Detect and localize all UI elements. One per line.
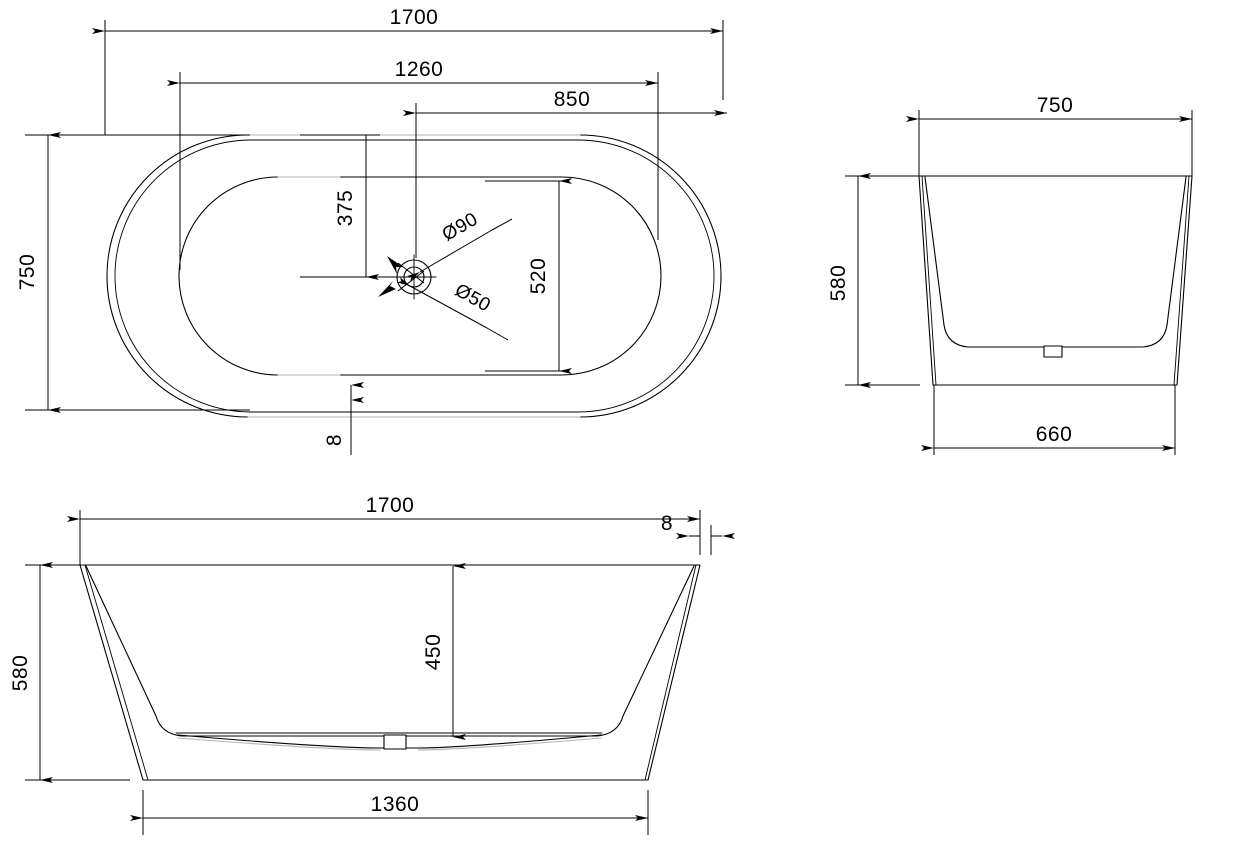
dim-top-750: 750 [16, 132, 250, 413]
dim-top-375: 375 [300, 134, 400, 280]
dim-top-1260: 1260 [167, 58, 659, 270]
dim-front-8: 8 [661, 512, 735, 555]
dim-label-1260: 1260 [395, 58, 444, 81]
dim-side-580: 580 [827, 173, 920, 388]
dim-top-1700: 1700 [92, 6, 724, 135]
dim-label-850: 850 [554, 88, 591, 111]
dim-label-450: 450 [422, 634, 445, 671]
dim-top-850: 850 [403, 88, 727, 258]
dim-label-375: 375 [334, 190, 357, 227]
top-view-inner-basin [178, 176, 662, 376]
dim-label-750-top: 750 [16, 254, 39, 291]
dim-label-660: 660 [1036, 423, 1073, 446]
side-view-inner-basin [924, 176, 1187, 348]
dim-label-1700-top: 1700 [390, 6, 439, 29]
dim-top-diameter-90: Ø90 [407, 209, 513, 282]
dim-label-580-front: 580 [9, 655, 32, 692]
dim-top-8: 8 [323, 382, 364, 455]
front-view-drain-outlet [383, 734, 407, 750]
side-view-body-outline [918, 175, 1193, 386]
dim-label-1360: 1360 [371, 793, 420, 816]
dim-side-660: 660 [921, 385, 1176, 455]
dim-top-diameter-50: Ø50 [397, 277, 509, 341]
dim-label-580-side: 580 [827, 265, 850, 302]
dim-label-750-side: 750 [1037, 94, 1074, 117]
dim-label-1700-front: 1700 [366, 494, 415, 517]
dim-front-580: 580 [9, 562, 130, 783]
side-view-drain-outlet [1043, 345, 1063, 358]
dim-side-750: 750 [906, 94, 1193, 176]
dim-front-1360: 1360 [130, 790, 649, 835]
dim-front-1700: 1700 [67, 494, 701, 565]
front-view-body-outline [79, 564, 701, 781]
dim-label-8-top: 8 [323, 434, 346, 446]
front-view-group: 1700 8 580 450 1360 [9, 494, 735, 835]
dim-top-520: 520 [485, 178, 572, 374]
dim-label-520: 520 [527, 258, 550, 295]
front-view-inner-basin [85, 565, 695, 751]
top-view-drain-leader-marks [378, 256, 425, 297]
dim-front-450: 450 [422, 563, 466, 740]
dim-label-8-front: 8 [661, 512, 673, 535]
side-view-group: 750 580 660 [827, 94, 1193, 455]
dim-label-d50: Ø50 [451, 280, 494, 317]
top-view-group: 1700 1260 850 750 375 [16, 6, 727, 455]
